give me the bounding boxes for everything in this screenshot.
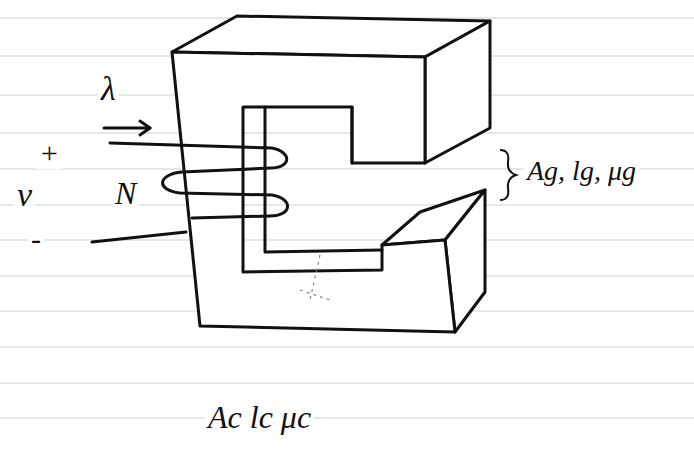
gap-parameters: Ag, lg, μg	[524, 156, 639, 187]
hidden-lines	[300, 255, 330, 300]
core-parameters: Ac lc μc	[205, 400, 314, 435]
voltage-symbol: v	[14, 176, 35, 213]
winding-coil	[92, 143, 288, 242]
polarity-sign: -	[28, 222, 44, 255]
turns-label: N	[112, 176, 139, 211]
ruled-lines	[0, 18, 694, 418]
current-symbol: λ	[98, 70, 119, 107]
gap-bracket	[500, 150, 516, 200]
polarity-sign: +	[36, 136, 62, 169]
flux-arrow	[104, 121, 150, 135]
c-core	[172, 16, 490, 332]
